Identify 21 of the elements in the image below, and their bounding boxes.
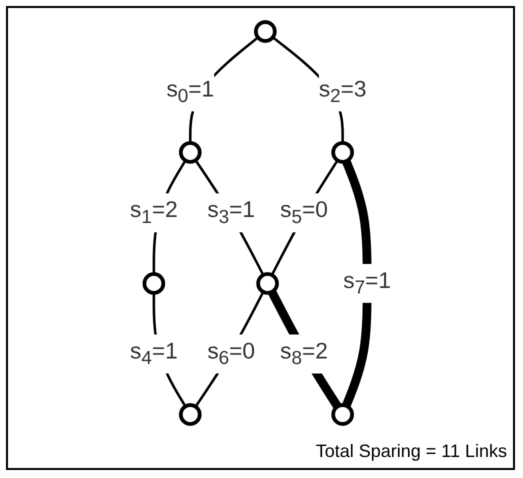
edge-label: s$_{2}$=3 [318,76,366,108]
node-circle [331,403,354,426]
edge-label: s$_{3}$=1 [207,197,255,228]
edge-label: s$_{4}$=1 [130,338,178,370]
connector [194,160,264,276]
node-circle [178,141,202,164]
node-circle [142,272,166,295]
edge-label: s$_{1}$=2 [130,197,178,228]
node-circle [178,403,202,426]
edge-label: s$_{0}$=1 [166,76,214,108]
node-circle [331,141,354,164]
connector [194,291,264,408]
edge-label: s$_{5}$=0 [280,197,328,228]
connector [268,290,342,409]
edge-label: s$_{6}$=0 [207,338,255,370]
total-label: Total Sparing = 11 Links [316,441,507,462]
edge-label: s$_{8}$=2 [280,338,328,370]
node-circle [256,272,279,295]
node-circle [254,20,277,43]
edge-label: s$_{7}$=1 [343,268,391,299]
connector [270,160,339,276]
